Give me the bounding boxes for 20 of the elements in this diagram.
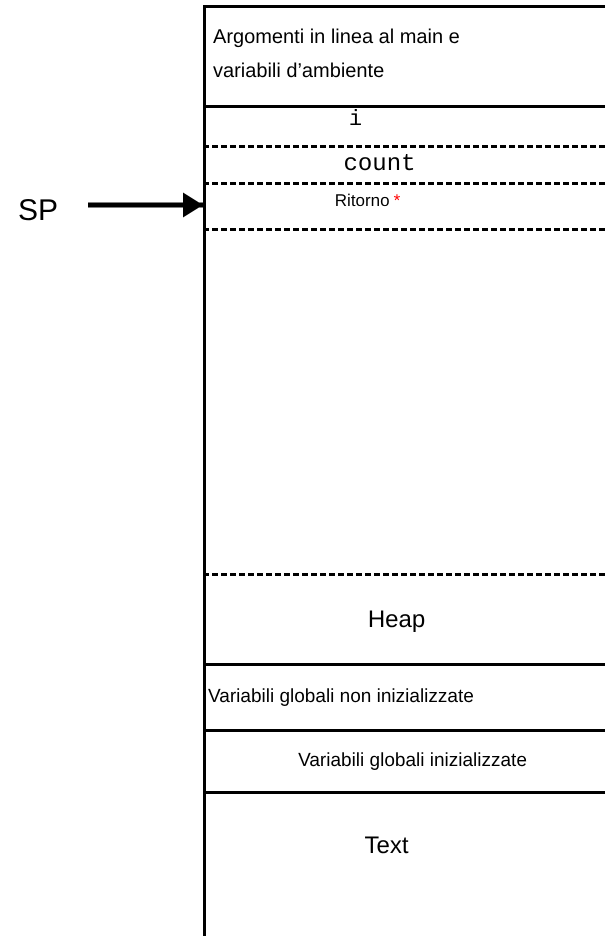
segment-label: Variabili globali non inizializzate — [208, 685, 474, 710]
memory-segment — [203, 182, 605, 228]
memory-segment — [203, 573, 605, 663]
memory-segment — [203, 145, 605, 182]
arrow — [88, 192, 203, 218]
memory-segment — [203, 663, 605, 729]
segment-label: i — [348, 108, 362, 132]
pointer-label: SP — [18, 188, 88, 232]
segment-label: Variabili globali inizializzate — [298, 749, 527, 774]
segment-label: Argomenti in linea al main e variabili d’ambiente — [213, 25, 461, 84]
memory-segment — [203, 5, 605, 105]
memory-segment — [203, 791, 605, 936]
asterisk-mark: * — [394, 190, 400, 212]
memory-segment — [203, 105, 605, 145]
segment-label: count — [343, 151, 416, 179]
memory-segment — [203, 729, 605, 791]
segment-label: Text — [364, 831, 408, 861]
segment-label: Ritorno — [334, 190, 390, 212]
memory-segment — [203, 228, 605, 573]
segment-label: Heap — [368, 604, 426, 634]
